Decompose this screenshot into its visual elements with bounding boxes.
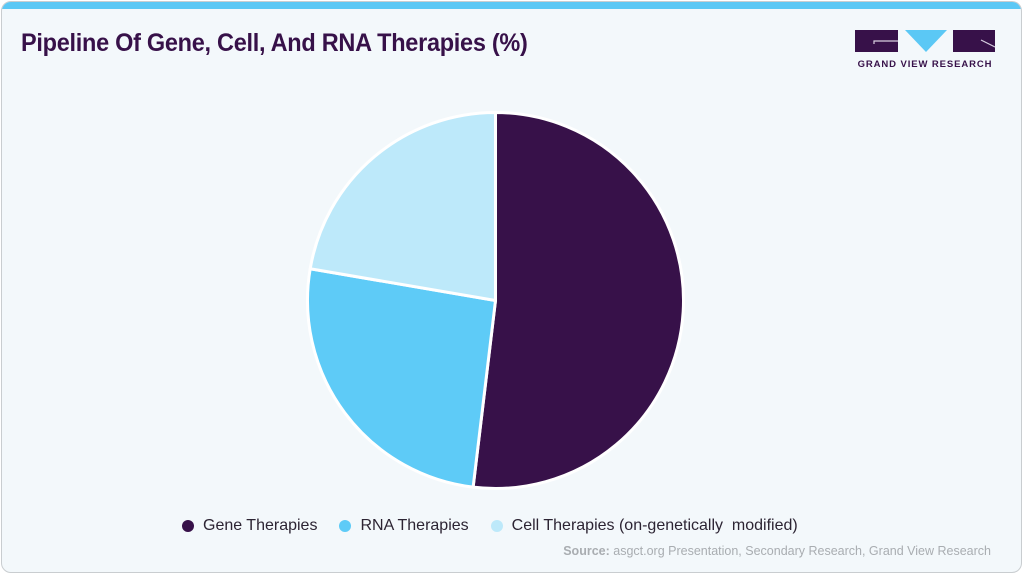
legend-label: RNA Therapies — [360, 517, 469, 534]
chart-legend: Gene Therapies RNA Therapies Cell Therap… — [182, 517, 820, 535]
source-label: Source: — [563, 544, 610, 558]
accent-bar — [2, 2, 1021, 9]
legend-label: Gene Therapies — [203, 517, 318, 534]
legend-dot-icon — [490, 520, 503, 532]
legend-item-gene-therapies[interactable]: Gene Therapies — [182, 517, 317, 535]
legend-item-rna-therapies[interactable]: RNA Therapies — [339, 517, 469, 535]
logo-text: GRAND VIEW RESEARCH — [857, 59, 993, 70]
pie-slice-gene[interactable] — [471, 111, 685, 490]
grand-view-research-logo-icon — [855, 30, 996, 52]
pie-slice-cell[interactable] — [308, 111, 497, 302]
legend-dot-icon — [339, 520, 352, 532]
legend-item-cell-therapies[interactable]: Cell Therapies (on-genetically modified) — [490, 517, 798, 535]
pie-chart — [306, 111, 685, 490]
source-text: asgct.org Presentation, Secondary Resear… — [609, 544, 991, 558]
legend-label: Cell Therapies (on-genetically modified) — [511, 517, 798, 534]
source-note: Source: asgct.org Presentation, Secondar… — [563, 544, 991, 558]
chart-title: Pipeline Of Gene, Cell, And RNA Therapie… — [21, 29, 528, 57]
legend-dot-icon — [182, 520, 194, 532]
pie-slice-rna[interactable] — [306, 267, 497, 489]
